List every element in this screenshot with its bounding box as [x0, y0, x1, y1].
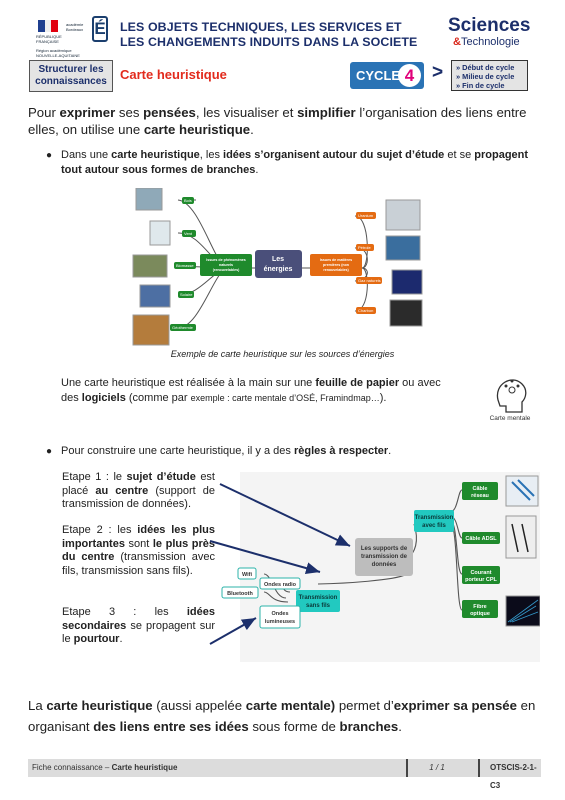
- svg-text:Ondes: Ondes: [271, 611, 288, 617]
- leaf-image-biomass: [132, 254, 168, 278]
- step-2-arrow: [209, 540, 321, 574]
- svg-text:porteur CPL: porteur CPL: [465, 577, 497, 583]
- svg-text:Ondes radio: Ondes radio: [264, 582, 297, 588]
- chevron-right-icon: >: [432, 62, 444, 83]
- svg-text:premières (non: premières (non: [323, 263, 349, 267]
- footer-document-type: Fiche connaissance – Carte heuristique: [32, 763, 178, 772]
- step-3-text: Etape 3 : les idées secondaires se propa…: [62, 606, 215, 645]
- svg-text:énergies: énergies: [264, 266, 293, 273]
- leaf-adsl-cable: [462, 532, 500, 544]
- svg-text:renouvelables): renouvelables): [323, 268, 349, 272]
- summary-paragraph: La carte heuristique (aussi appelée cart…: [28, 698, 536, 734]
- image-adsl-filter: [505, 515, 537, 559]
- svg-text:(renouvelables): (renouvelables): [213, 268, 240, 272]
- step-1-arrow: [219, 483, 351, 547]
- svg-text:transmission de: transmission de: [361, 554, 408, 560]
- svg-text:Wifi: Wifi: [242, 572, 253, 578]
- leaf-image-gas: [391, 269, 423, 295]
- leaf-oil: Pétrole: [358, 245, 371, 250]
- leaf-wood: Bois: [184, 198, 192, 203]
- hub-renewable: [200, 254, 252, 276]
- brand-logo-sciences: Sciences: [448, 15, 531, 36]
- leaf-radio-waves: [259, 577, 301, 590]
- svg-text:Transmission: Transmission: [415, 515, 454, 521]
- leaf-wifi: [237, 567, 257, 580]
- leaf-solar: Solaire: [180, 292, 193, 297]
- svg-text:Transmission: Transmission: [299, 595, 338, 601]
- leaf-image-wind: [149, 220, 171, 246]
- leaf-bluetooth: [221, 586, 259, 599]
- bullet-icon: ●: [46, 150, 53, 161]
- svg-text:lumineuses: lumineuses: [265, 619, 295, 625]
- cycle-badge: CYCLE 4: [350, 62, 424, 89]
- figure-caption: Exemple de carte heuristique sur les sou…: [170, 349, 395, 359]
- svg-text:avec fils: avec fils: [422, 523, 446, 529]
- leaf-cpl: [462, 566, 500, 584]
- svg-text:Fibre: Fibre: [473, 604, 486, 610]
- svg-text:réseau: réseau: [471, 493, 489, 499]
- leaf-light-waves: [259, 605, 301, 629]
- hub-wireless: [296, 590, 340, 612]
- section-heading: Carte heuristique: [120, 67, 227, 82]
- svg-text:optique: optique: [470, 611, 490, 617]
- cycle-stage-list: » Début de cycle » Milieu de cycle » Fin…: [451, 60, 528, 91]
- energy-mind-map: Bois Vent Biomasse Solaire Géothermie Is…: [132, 188, 423, 346]
- data-transmission-mind-map: Les supports de transmission de données …: [209, 472, 540, 662]
- academy-e-icon: É: [92, 16, 108, 42]
- center-topic: [255, 250, 302, 278]
- svg-text:Les: Les: [272, 256, 284, 263]
- bullet-item-organisation: ● Dans une carte heuristique, les idées …: [46, 149, 529, 176]
- svg-text:Câble: Câble: [473, 486, 488, 492]
- leaf-image-oil: [385, 235, 421, 261]
- svg-text:données: données: [372, 562, 397, 568]
- leaf-gas: Gaz naturels: [358, 278, 381, 283]
- footer-document-code: OTSCIS-2-1-C3: [478, 759, 541, 790]
- brand-logo-technologie: &Technologie: [453, 36, 520, 48]
- leaf-geothermal: Géothermie: [172, 325, 194, 330]
- software-paragraph: Une carte heuristique est réalisée à la …: [61, 377, 441, 404]
- step-1-text: Etape 1 : le sujet d’étude est placé au …: [62, 471, 215, 510]
- intro-paragraph: Pour exprimer ses pensées, les visualise…: [28, 105, 527, 137]
- bullet-icon: ●: [46, 446, 53, 457]
- leaf-image-wood: [135, 188, 163, 211]
- bullet-item-rules: ● Pour construire une carte heuristique,…: [46, 445, 392, 457]
- svg-text:Issues de phénomènes: Issues de phénomènes: [206, 258, 246, 262]
- leaf-fiber: [462, 600, 498, 618]
- mind-map-icon-label: Carte mentale: [490, 415, 531, 422]
- page-title: LES OBJETS TECHNIQUES, LES SERVICES ET L…: [120, 20, 418, 49]
- page-footer: Fiche connaissance – Carte heuristique 1…: [28, 759, 541, 790]
- svg-text:Issues de matières: Issues de matières: [320, 258, 352, 262]
- leaf-coal: Charbon: [358, 308, 373, 313]
- svg-text:Courant: Courant: [470, 570, 491, 576]
- svg-text:naturels: naturels: [219, 263, 233, 267]
- footer-page-number: 1 / 1: [406, 759, 466, 777]
- leaf-image-uranium: [385, 199, 421, 231]
- mind-map-head-icon: Carte mentale: [490, 379, 531, 422]
- svg-text:sans fils: sans fils: [306, 603, 331, 609]
- hub-nonrenewable: [310, 254, 362, 276]
- step-2-text: Etape 2 : les idées les plus importantes…: [62, 524, 216, 577]
- hub-wired: [414, 510, 454, 532]
- transmission-center-topic: [355, 538, 413, 576]
- svg-text:Câble ADSL: Câble ADSL: [465, 536, 497, 542]
- cycle-number: 4: [398, 64, 421, 87]
- leaf-wind: Vent: [184, 231, 193, 236]
- marianne-flag-icon: [38, 20, 58, 32]
- leaf-image-coal: [389, 299, 423, 327]
- section-label: Structurer les connaissances: [29, 60, 113, 92]
- svg-text:Les supports de: Les supports de: [361, 546, 408, 552]
- svg-text:Bluetooth: Bluetooth: [227, 591, 253, 597]
- leaf-network-cable: [462, 482, 498, 500]
- leaf-uranium: Uranium: [358, 213, 374, 218]
- leaf-biomass: Biomasse: [176, 263, 194, 268]
- leaf-image-solar: [139, 284, 171, 308]
- leaf-image-geothermal: [132, 314, 170, 346]
- step-3-arrow: [209, 617, 257, 645]
